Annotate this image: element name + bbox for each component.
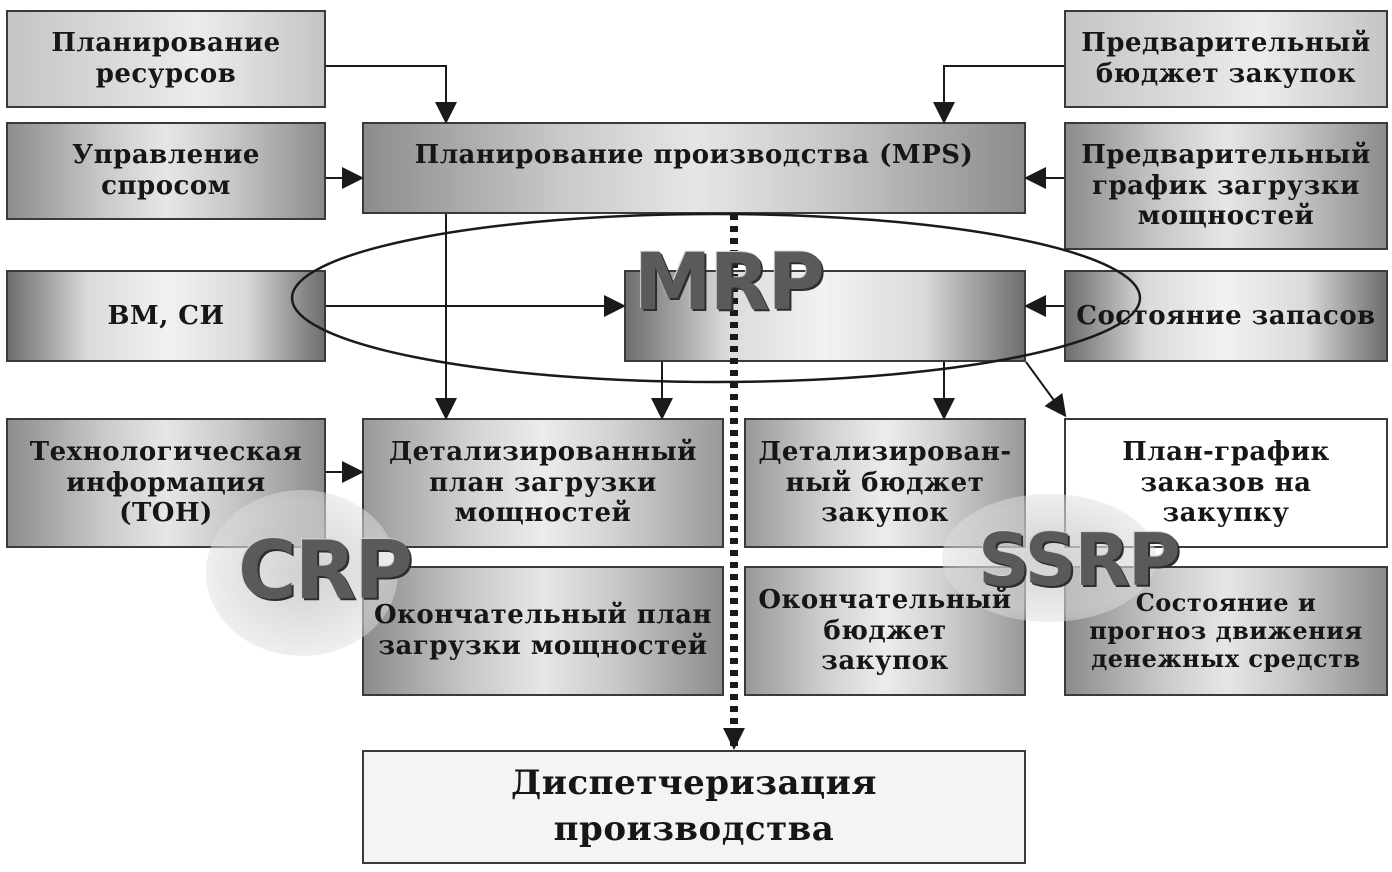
prelim-purchase-budget-box: Предварительный бюджет закупок [1064,10,1388,108]
inventory-status-label: Состояние запасов [1076,300,1376,331]
detailed-capacity-plan-box: Детализированный план загрузки мощностей [362,418,724,548]
final-purchase-budget-box: Окончательный бюджет закупок [744,566,1026,696]
bom-box: BM, СИ [6,270,326,362]
inventory-status-box: Состояние запасов [1064,270,1388,362]
purchase-order-schedule-box: План-график заказов на закупку [1064,418,1388,548]
resource-planning-label: Планирование ресурсов [51,28,281,89]
ssrp-badge: SSRP [978,518,1181,602]
mps-label: Планирование производства (MPS) [414,140,974,170]
tech-info-box: Технологическая информация (ТОН) [6,418,326,548]
final-purchase-budget-label: Окончательный бюджет закупок [758,584,1012,677]
bom-label: BM, СИ [107,300,225,331]
prelim-capacity-schedule-label: Предварительный график загрузки мощносте… [1081,139,1371,232]
prelim-purchase-budget-label: Предварительный бюджет закупок [1081,28,1371,89]
crp-badge: CRP [238,524,413,617]
dispatching-label: Диспетчеризация производства [511,763,877,849]
arrow-mrp-to-orders [1025,361,1067,418]
tech-info-label: Технологическая информация (ТОН) [29,436,303,529]
demand-management-box: Управление спросом [6,122,326,220]
demand-management-label: Управление спросом [72,140,260,201]
detailed-purchase-budget-label: Детализирован-ный бюджет закупок [758,436,1012,529]
detailed-purchase-budget-box: Детализирован-ный бюджет закупок [744,418,1026,548]
resource-planning-box: Планирование ресурсов [6,10,326,108]
dispatching-box: Диспетчеризация производства [362,750,1026,864]
purchase-order-schedule-label: План-график заказов на закупку [1122,436,1330,529]
mps-box: Планирование производства (MPS) [362,122,1026,214]
cash-flow-box: Состояние и прогноз движения денежных ср… [1064,566,1388,696]
ssrp-ellipse [942,494,1156,622]
crp-ellipse [206,490,398,656]
cash-flow-label: Состояние и прогноз движения денежных ср… [1089,587,1363,674]
final-capacity-plan-label: Окончательный план загрузки мощностей [374,600,712,661]
arrow-resource-to-mps [326,65,457,124]
mrp-badge: MRP [634,238,825,328]
arrow-budget-to-mps [933,65,1064,124]
detailed-capacity-plan-label: Детализированный план загрузки мощностей [389,436,697,529]
prelim-capacity-schedule-box: Предварительный график загрузки мощносте… [1064,122,1388,250]
final-capacity-plan-box: Окончательный план загрузки мощностей [362,566,724,696]
